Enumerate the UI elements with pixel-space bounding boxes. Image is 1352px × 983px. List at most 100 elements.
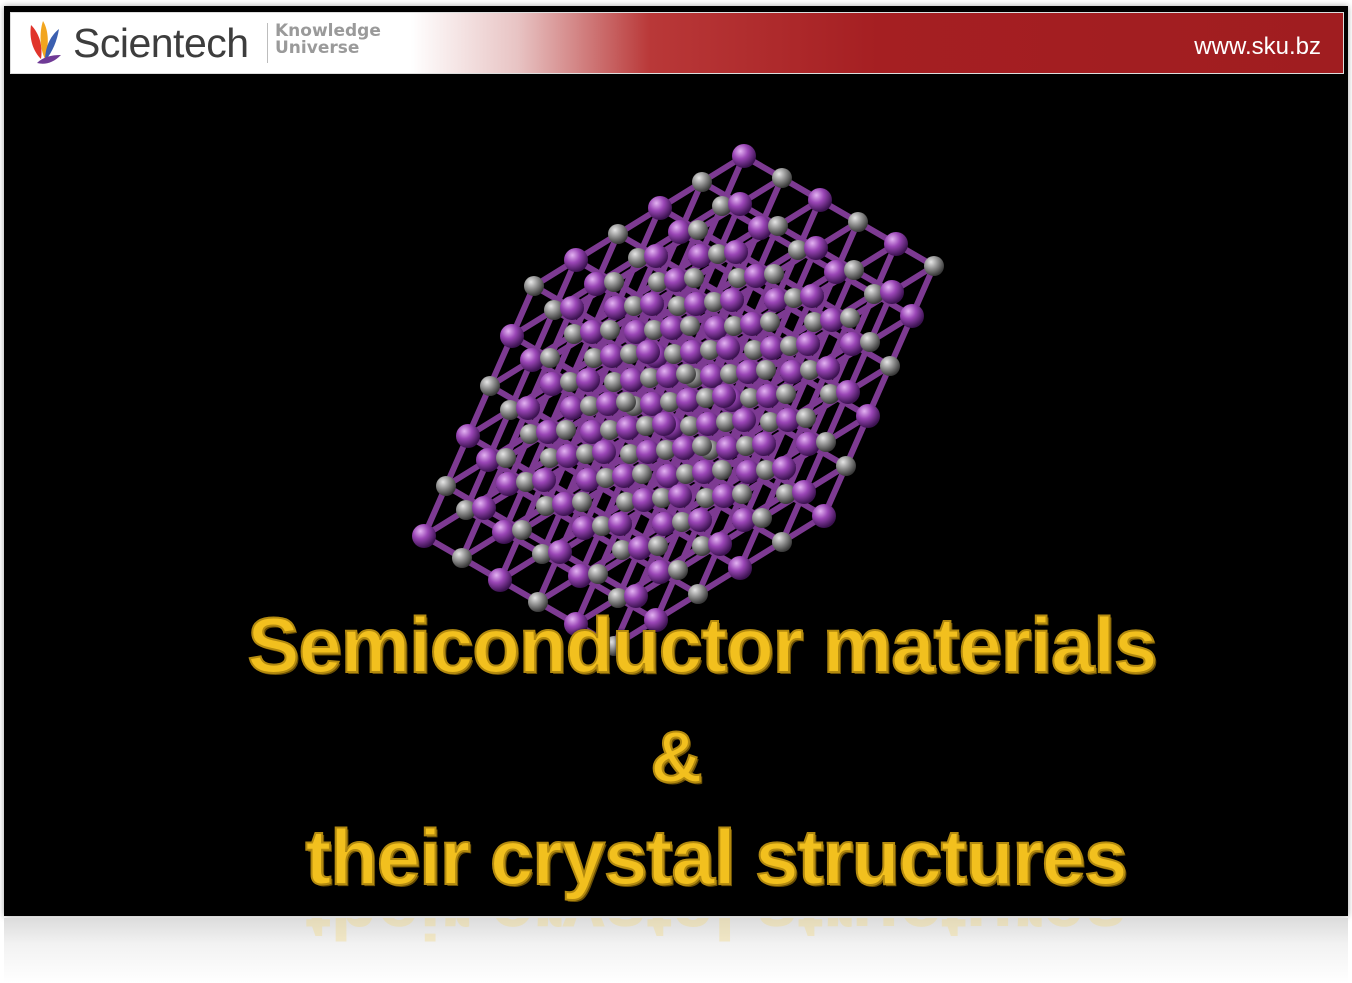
- atom-gray: [688, 220, 708, 240]
- atom-gray: [796, 408, 816, 428]
- atom-purple: [720, 288, 744, 312]
- atom-purple: [492, 520, 516, 544]
- atom-gray: [688, 584, 708, 604]
- atom-gray: [800, 360, 820, 380]
- atom-purple: [636, 440, 660, 464]
- atom-purple: [716, 336, 740, 360]
- atom-purple: [796, 332, 820, 356]
- atom-gray: [512, 520, 532, 540]
- atom-gray: [684, 268, 704, 288]
- atom-purple: [660, 316, 684, 340]
- atom-gray: [436, 476, 456, 496]
- website-url: www.sku.bz: [1194, 33, 1321, 60]
- atom-purple: [628, 536, 652, 560]
- atom-gray: [736, 436, 756, 456]
- atom-purple: [812, 504, 836, 528]
- atom-purple: [836, 380, 860, 404]
- atom-purple: [800, 284, 824, 308]
- atom-gray: [804, 312, 824, 332]
- atom-gray: [544, 300, 564, 320]
- title-ampersand: &: [650, 717, 704, 799]
- atom-gray: [660, 392, 680, 412]
- brand-name: Scientech: [73, 20, 249, 66]
- atom-purple: [820, 308, 844, 332]
- crystal-lattice-icon: [412, 144, 944, 656]
- atom-gray: [756, 360, 776, 380]
- atom-purple: [564, 612, 588, 636]
- atom-purple: [616, 416, 640, 440]
- atom-purple: [776, 408, 800, 432]
- atom-gray: [524, 276, 544, 296]
- atom-gray: [572, 492, 592, 512]
- atom-gray: [560, 372, 580, 392]
- atom-purple: [456, 424, 480, 448]
- atom-gray: [860, 332, 880, 352]
- atom-gray: [612, 540, 632, 560]
- atom-purple: [884, 232, 908, 256]
- atom-gray: [676, 464, 696, 484]
- atom-purple: [712, 484, 736, 508]
- atom-purple: [808, 188, 832, 212]
- atom-gray: [620, 444, 640, 464]
- atom-gray: [576, 444, 596, 464]
- atom-gray: [924, 256, 944, 276]
- atom-purple: [644, 608, 668, 632]
- atom-gray: [620, 344, 640, 364]
- atom-purple: [556, 444, 580, 468]
- atom-purple: [728, 556, 752, 580]
- atom-gray: [712, 196, 732, 216]
- atom-purple: [824, 260, 848, 284]
- atom-gray: [540, 348, 560, 368]
- atom-purple: [640, 392, 664, 416]
- atom-gray: [776, 384, 796, 404]
- slide: Scientech Knowledge Universe www.sku.bz: [4, 6, 1348, 916]
- atom-gray: [608, 588, 628, 608]
- atom-purple: [608, 512, 632, 536]
- atom-gray: [844, 260, 864, 280]
- atom-purple: [564, 248, 588, 272]
- atom-purple: [496, 472, 520, 496]
- title-line-2: their crystal structures: [304, 812, 1128, 902]
- atom-purple: [736, 360, 760, 384]
- atom-gray: [604, 372, 624, 392]
- atom-gray: [732, 484, 752, 504]
- atom-purple: [736, 460, 760, 484]
- atom-gray: [768, 216, 788, 236]
- atom-gray: [628, 248, 648, 268]
- atom-purple: [412, 524, 436, 548]
- atom-purple: [704, 316, 728, 340]
- atom-gray: [656, 440, 676, 460]
- atom-purple: [732, 508, 756, 532]
- atom-purple: [880, 280, 904, 304]
- atom-gray: [692, 436, 712, 456]
- atom-purple: [816, 356, 840, 380]
- atom-gray: [752, 508, 772, 528]
- atom-gray: [668, 296, 688, 316]
- atom-purple: [900, 304, 924, 328]
- atom-purple: [604, 296, 628, 320]
- atom-purple: [716, 436, 740, 460]
- atom-purple: [560, 396, 584, 420]
- tagline-knowledge: Knowledge: [275, 21, 381, 41]
- atom-gray: [780, 336, 800, 356]
- atom-gray: [480, 376, 500, 396]
- atom-gray: [680, 316, 700, 336]
- atom-purple: [500, 324, 524, 348]
- atom-purple: [676, 388, 700, 412]
- atom-purple: [708, 532, 732, 556]
- atom-gray: [536, 496, 556, 516]
- atom-purple: [796, 432, 820, 456]
- atom-gray: [820, 384, 840, 404]
- atom-gray: [664, 344, 684, 364]
- atom-gray: [696, 488, 716, 508]
- header-divider: [267, 23, 268, 63]
- atom-gray: [712, 460, 732, 480]
- atom-gray: [648, 536, 668, 556]
- atom-purple: [748, 216, 772, 240]
- atom-gray: [452, 548, 472, 568]
- atom-purple: [472, 496, 496, 520]
- atom-gray: [760, 412, 780, 432]
- atom-gray: [600, 320, 620, 340]
- atom-gray: [672, 512, 692, 532]
- atom-gray: [528, 592, 548, 612]
